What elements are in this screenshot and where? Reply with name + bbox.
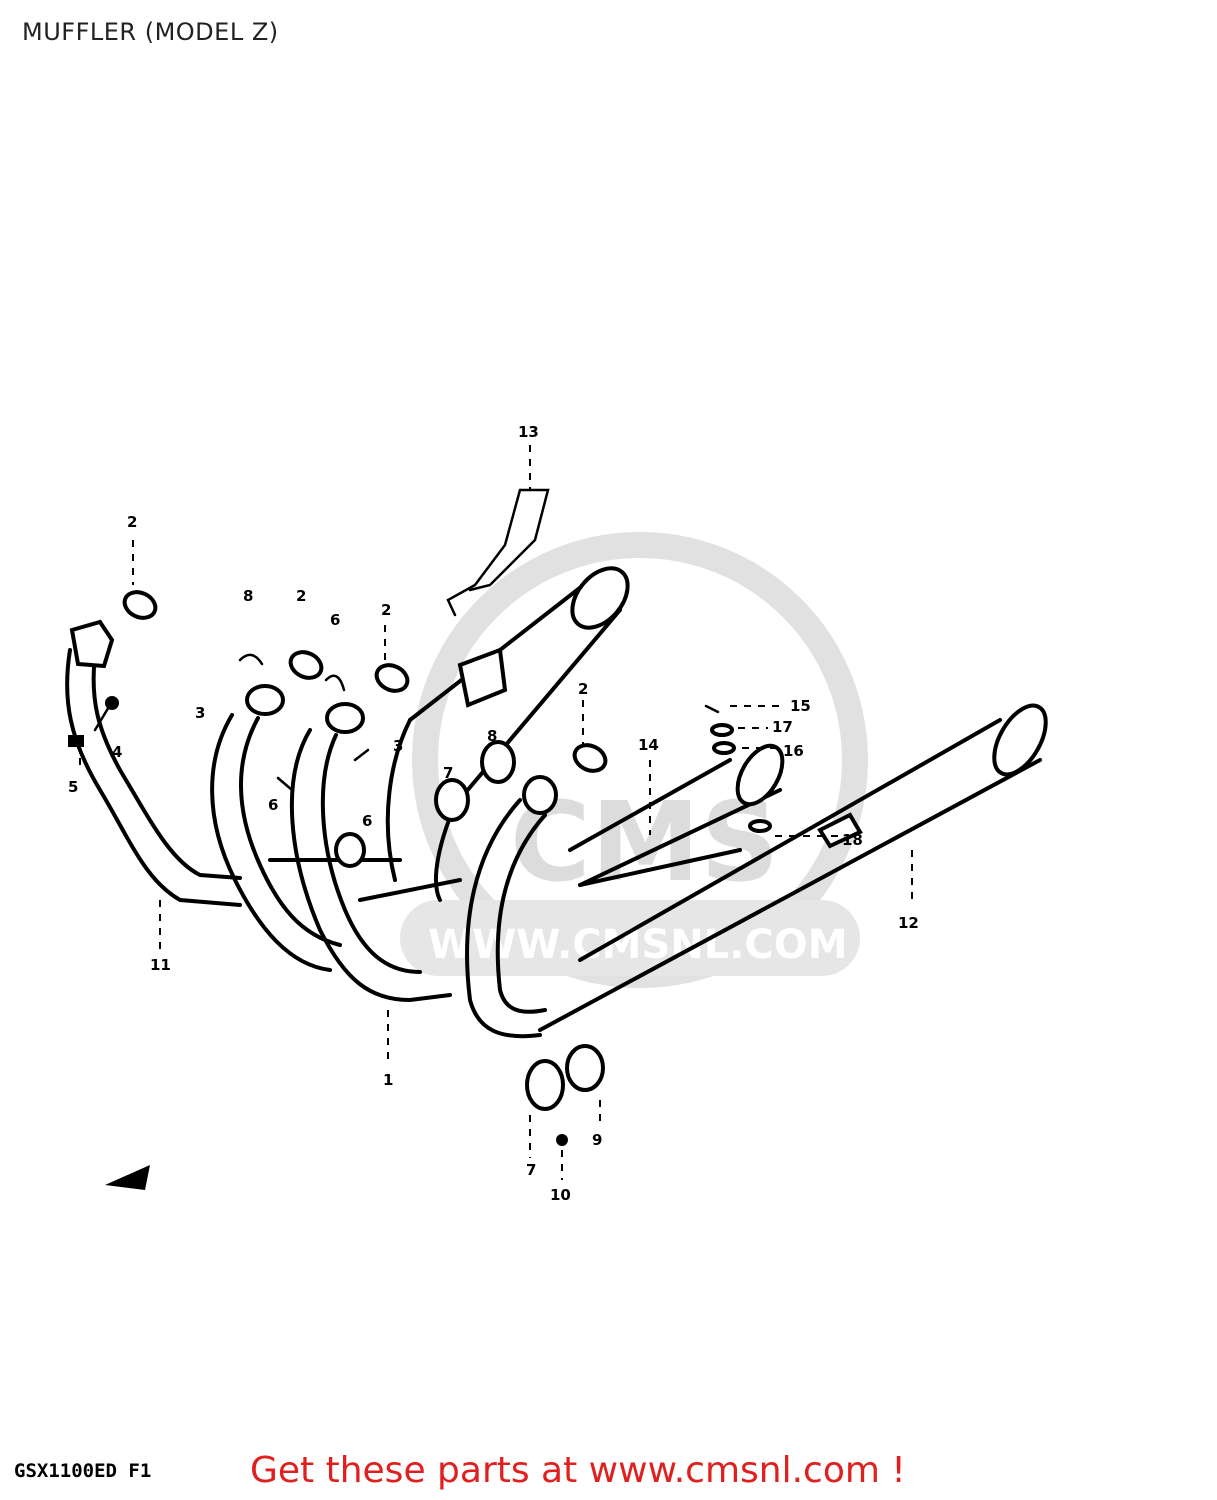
callout-3: 3	[393, 737, 403, 755]
callout-4: 4	[112, 743, 122, 761]
muffler-12	[538, 703, 1048, 1032]
callout-17: 17	[772, 718, 793, 736]
callout-13: 13	[518, 423, 539, 441]
promo-link[interactable]: Get these parts at www.cmsnl.com !	[250, 1450, 906, 1491]
model-code: GSX1100ED F1	[14, 1460, 152, 1482]
callout-6: 6	[362, 812, 372, 830]
front-arrow-icon	[105, 1165, 150, 1190]
exhaust-pipe-11	[65, 619, 242, 907]
callout-9: 9	[592, 1131, 602, 1149]
callout-1: 1	[383, 1071, 393, 1089]
callout-labels: 13 2 2 2 2 8 6 3 3 4 5 6 6 7 8 14 15 17 …	[68, 423, 919, 1204]
bracket-13	[446, 488, 550, 617]
callout-5: 5	[68, 778, 78, 796]
callout-2: 2	[578, 680, 588, 698]
muffler-left-upper	[385, 566, 630, 902]
page-title: MUFFLER (MODEL Z)	[22, 18, 279, 46]
exhaust-pipe-second	[210, 713, 402, 972]
callout-16: 16	[783, 742, 804, 760]
gaskets-2	[122, 590, 608, 773]
callout-8: 8	[487, 727, 497, 745]
callout-10: 10	[550, 1186, 571, 1204]
callout-18: 18	[842, 831, 863, 849]
fasteners	[68, 653, 772, 1190]
exhaust-pipe-fourth	[465, 798, 547, 1039]
callout-2: 2	[381, 601, 391, 619]
callout-15: 15	[790, 697, 811, 715]
callout-12: 12	[898, 914, 919, 932]
callout-7: 7	[526, 1161, 536, 1179]
callout-11: 11	[150, 956, 171, 974]
callout-8: 8	[243, 587, 253, 605]
callout-2: 2	[296, 587, 306, 605]
callout-14: 14	[638, 736, 659, 754]
callout-2: 2	[127, 513, 137, 531]
callout-6: 6	[330, 611, 340, 629]
callout-6: 6	[268, 796, 278, 814]
clamps	[245, 684, 605, 1111]
callout-3: 3	[195, 704, 205, 722]
exhaust-pipe-1	[289, 728, 462, 1002]
callout-7: 7	[443, 764, 453, 782]
leader-lines	[79, 445, 913, 1180]
